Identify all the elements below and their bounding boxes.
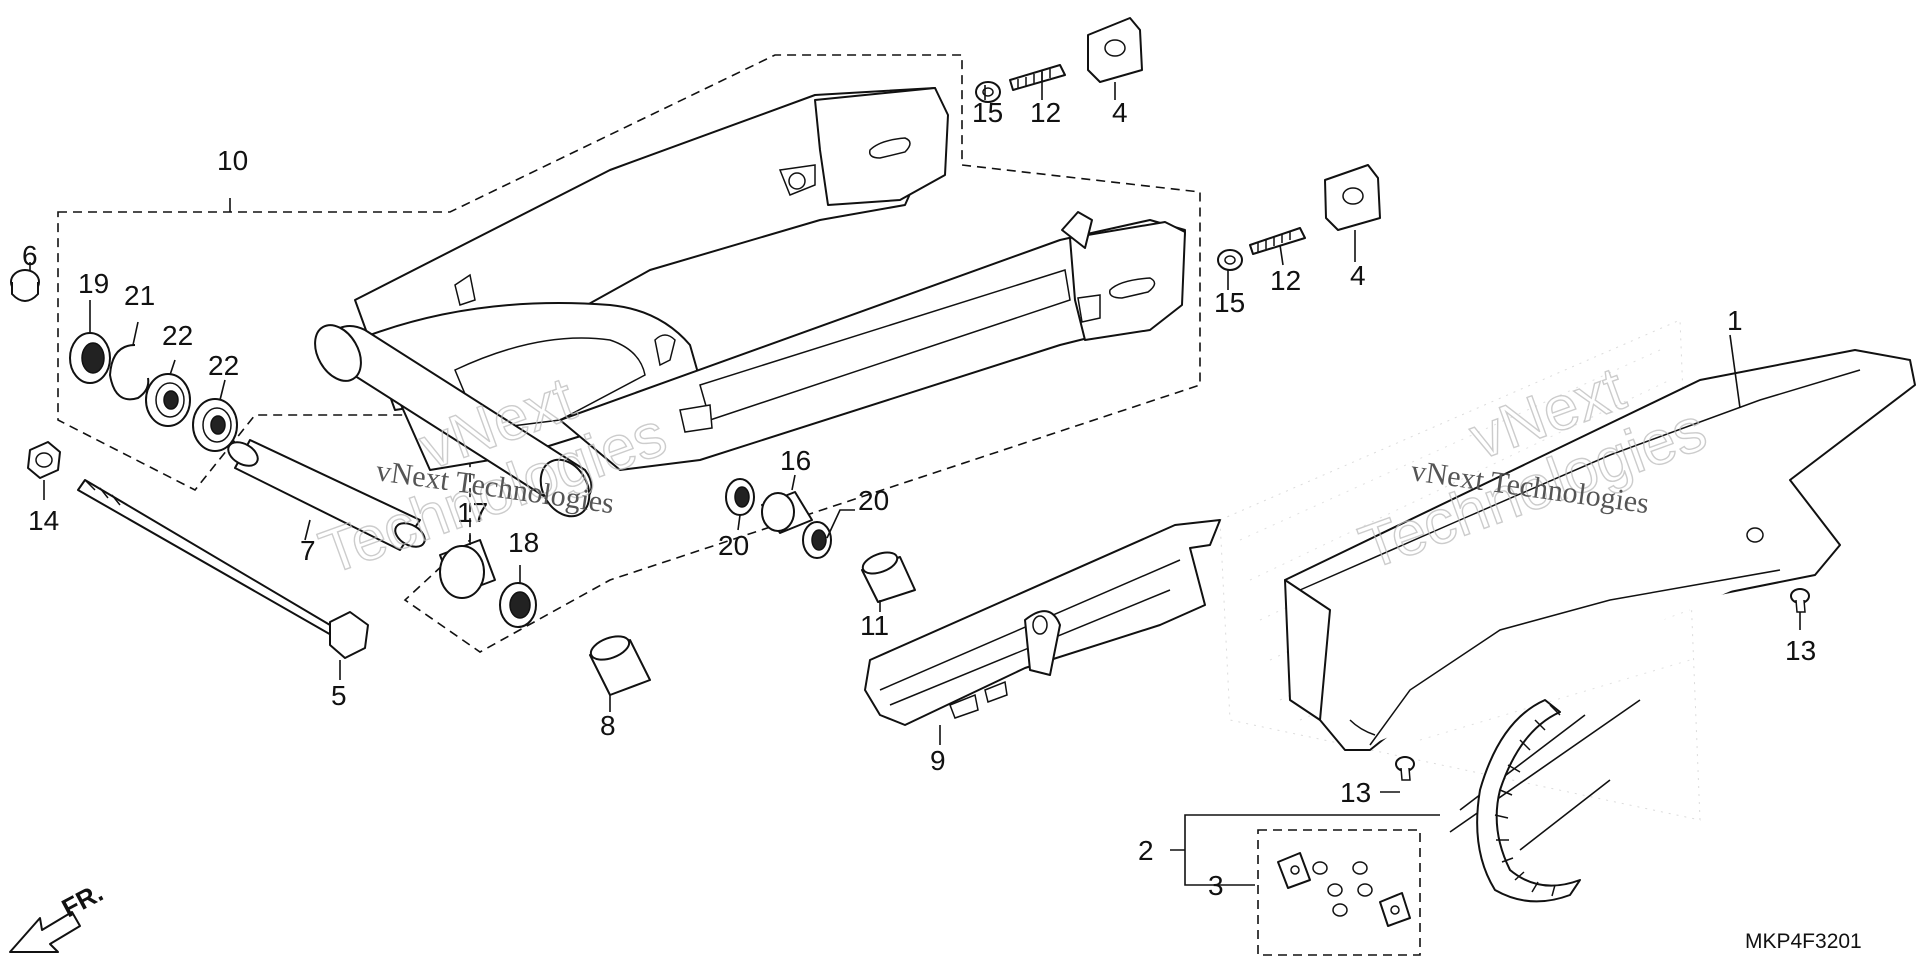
oil-seal-19[interactable] [69,332,111,384]
callout-3: 3 [1208,870,1224,901]
pivot-collar-7[interactable] [224,437,429,551]
callout-17: 17 [457,497,488,528]
callout-12a: 12 [1030,97,1061,128]
callout-labels: 10 6 19 21 22 22 14 7 5 17 18 8 15 12 4 … [22,97,1816,901]
needle-bearing-17[interactable] [439,539,496,599]
callout-11: 11 [860,610,889,641]
callout-1: 1 [1727,305,1743,336]
bushing-16[interactable] [761,491,813,534]
pivot-bolt-5[interactable] [77,479,369,659]
callout-5: 5 [331,680,347,711]
callout-19: 19 [78,268,109,299]
circlip-21[interactable] [109,344,150,401]
callout-12b: 12 [1270,265,1301,296]
callout-21: 21 [124,280,155,311]
collar-11[interactable] [860,548,916,603]
diagram-code: MKP4F3201 [1745,930,1862,953]
bolt-13b[interactable] [1395,756,1415,781]
chain-case[interactable] [1284,349,1916,751]
callout-4a: 4 [1112,97,1128,128]
callout-22a: 22 [162,320,193,351]
nut-14[interactable] [27,441,61,479]
oil-seal-18[interactable] [499,582,537,628]
callout-15b: 15 [1214,287,1245,318]
drive-chain[interactable] [1449,699,1641,903]
callout-18: 18 [508,527,539,558]
callout-10: 10 [217,145,248,176]
callout-8: 8 [600,710,616,741]
callout-20a: 20 [718,530,749,561]
collar-6[interactable] [10,269,40,302]
oil-seal-20a[interactable] [725,478,755,516]
callout-13a: 13 [1785,635,1816,666]
bearing-22a[interactable] [145,373,191,427]
swingarm-assembly-outline [57,54,1201,653]
callout-9: 9 [930,745,946,776]
leader-lines [29,70,1801,886]
callout-6: 6 [22,240,38,271]
bolt-13a[interactable] [1790,588,1810,613]
chain-joint-kit[interactable] [1257,829,1421,956]
swingarm[interactable] [306,87,1186,525]
chain-adjuster-lower[interactable] [1217,164,1381,271]
callout-15a: 15 [972,97,1003,128]
callout-4b: 4 [1350,260,1366,291]
callout-2: 2 [1138,835,1154,866]
callout-16: 16 [780,445,811,476]
oil-seal-20b[interactable] [802,521,832,559]
collar-8[interactable] [588,632,651,696]
chain-slider[interactable] [864,519,1221,726]
callout-20b: 20 [858,485,889,516]
front-direction-arrow: FR. [9,877,108,953]
callout-13b: 13 [1340,777,1371,808]
chain-adjuster-upper[interactable] [975,17,1143,103]
bearing-22b[interactable] [192,398,238,452]
callout-22b: 22 [208,350,239,381]
callout-14: 14 [28,505,59,536]
callout-7: 7 [300,535,316,566]
